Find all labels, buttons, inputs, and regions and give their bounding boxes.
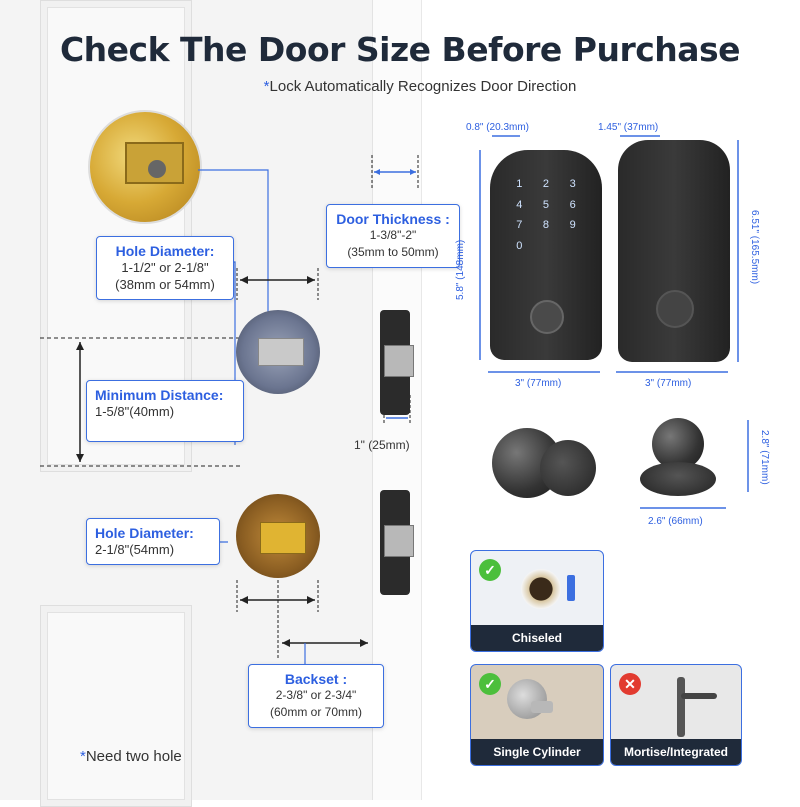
check-icon: ✓ [479,559,501,581]
keypad-key: 0 [516,239,523,252]
mortise-handle [681,693,717,699]
callout-line: (60mm or 70mm) [269,705,362,719]
keypad-key: 3 [569,178,576,190]
mortise-card: ✕ Mortise/Integrated [610,664,742,766]
keypad-key: 8 [542,219,550,231]
callout-line: (38mm or 54mm) [115,277,215,292]
keypad-key: 2 [542,178,550,190]
upper-hole-closeup-image [236,310,320,394]
knob-width-label: 2.6" (66mm) [648,516,703,527]
upper-latch-plate [380,310,414,415]
keypad-key: 4 [516,198,523,211]
knob-height-label: 2.8" (71mm) [759,430,770,485]
hole-diameter-bottom-callout: Hole Diameter: 2-1/8"(54mm) [86,518,220,565]
knob-rose-image [540,440,596,496]
callout-title: Minimum Distance: [95,387,224,403]
keypad-key: 6 [569,198,576,211]
deadbolt-back-width-label: 3" (77mm) [645,378,692,389]
card-label: Chiseled [471,625,603,651]
callout-title: Door Thickness : [336,211,450,227]
chiseled-image [521,569,561,609]
card-label: Single Cylinder [471,739,603,765]
check-icon: ✓ [479,673,501,695]
keypad-key: 5 [542,198,550,211]
knob-back-image [652,418,704,470]
single-cylinder-card: ✓ Single Cylinder [470,664,604,766]
latch-width-label: 1" (25mm) [354,438,410,452]
latch-closeup-image [88,110,202,224]
deadbolt-front-depth-label: 0.8" (20.3mm) [466,122,530,133]
callout-title: Hole Diameter: [115,243,215,259]
deadbolt-back-depth-label: 1.45" (37mm) [598,122,659,133]
deadbolt-back-height-label: 6.51" (165.5mm) [749,210,760,285]
deadbolt-front-height-label: 5.8" (148mm) [455,239,466,300]
keyhole-icon [530,300,564,334]
page-title: Check The Door Size Before Purchase [59,30,741,69]
deadbolt-front-width-label: 3" (77mm) [515,378,562,389]
keypad-key: 7 [516,219,523,231]
footnote-text: Need two hole [85,748,182,765]
card-label: Mortise/Integrated [611,739,741,765]
subtitle-star: * [263,78,270,95]
door-thickness-callout: Door Thickness : 1-3/8"-2" (35mm to 50mm… [326,204,460,268]
key-icon [531,701,553,713]
lower-hole-closeup-image [236,494,320,578]
mortise-image [677,677,685,737]
single-cylinder-image [507,679,547,719]
deadbolt-front-image: 1 2 3 4 5 6 7 8 9 0 [490,150,602,360]
chiseled-latch [567,575,575,601]
callout-title: Hole Diameter: [95,525,194,541]
knob-back-rose-image [640,462,716,496]
deadbolt-back-image [618,140,730,362]
callout-line: 2-1/8"(54mm) [95,542,175,557]
chiseled-card: ✓ Chiseled [470,550,604,652]
thumb-turn-icon [656,290,694,328]
lower-latch-plate [380,490,414,595]
cross-icon: ✕ [619,673,641,695]
callout-line: 2-3/8" or 2-3/4" [275,688,357,702]
callout-line: 1-5/8"(40mm) [95,404,175,419]
footnote-star: * [80,748,86,765]
minimum-distance-callout: Minimum Distance: 1-5/8"(40mm) [86,380,244,442]
subtitle-text: Lock Automatically Recognizes Door Direc… [269,78,577,95]
keypad-key: 9 [569,219,576,231]
callout-line: (35mm to 50mm) [347,245,439,259]
backset-callout: Backset : 2-3/8" or 2-3/4" (60mm or 70mm… [248,664,384,728]
callout-line: 1-1/2" or 2-1/8" [121,260,209,275]
footnote: *Need two hole [80,748,182,765]
callout-title: Backset : [284,671,348,687]
keypad-key: 1 [516,178,523,190]
hole-diameter-top-callout: Hole Diameter: 1-1/2" or 2-1/8" (38mm or… [96,236,234,300]
keypad: 1 2 3 4 5 6 7 8 9 0 [508,178,584,256]
page-subtitle: *Lock Automatically Recognizes Door Dire… [230,78,610,95]
callout-line: 1-3/8"-2" [369,228,417,242]
